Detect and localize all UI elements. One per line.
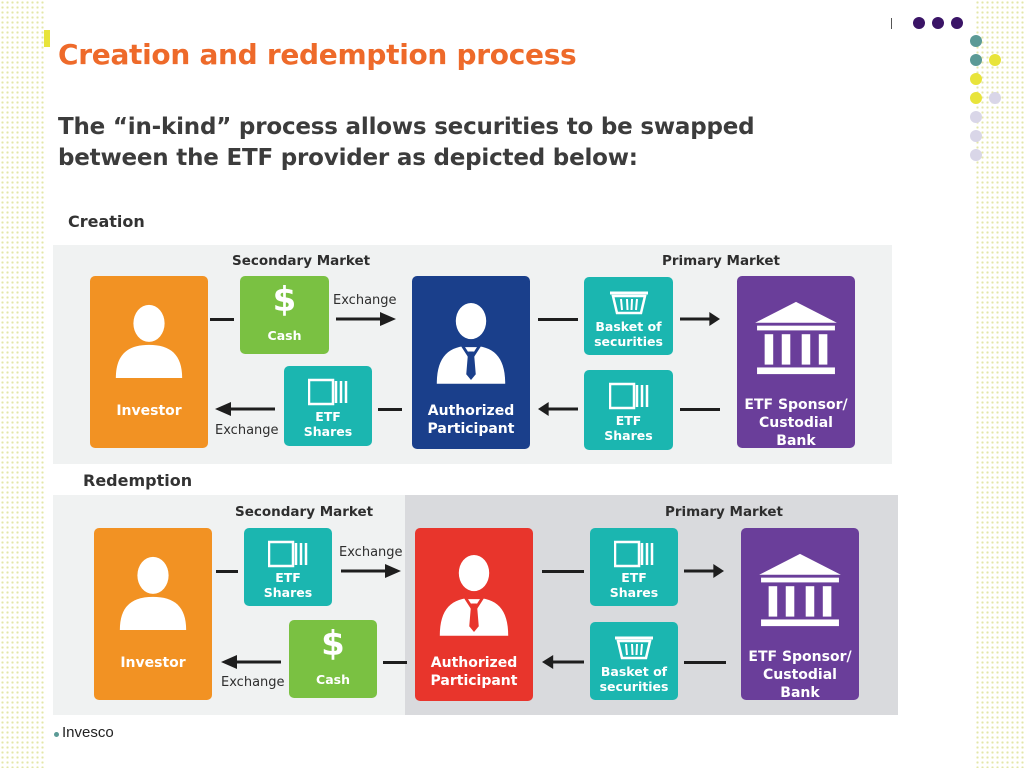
- arrow-left-icon: [220, 654, 282, 670]
- redemption-exchange-top-label: Exchange: [339, 545, 403, 560]
- slide-title: Creation and redemption process: [58, 38, 577, 71]
- deco-dot: [970, 111, 982, 123]
- connector-line: [542, 570, 584, 573]
- redemption-cash-chip: $ Cash: [289, 620, 377, 698]
- connector-line: [216, 570, 238, 573]
- businessman-icon: [433, 298, 509, 384]
- deco-dot: [970, 92, 982, 104]
- deco-dot: [970, 35, 982, 47]
- redemption-investor-label: Investor: [120, 655, 186, 671]
- creation-authorized-participant-box: Authorized Participant: [412, 276, 530, 449]
- shares-icon: [268, 540, 308, 568]
- creation-etf-shares-right-label: ETF Shares: [604, 413, 653, 443]
- redemption-etf-shares-left-label: ETF Shares: [263, 570, 313, 600]
- redemption-sponsor-label: ETF Sponsor/ Custodial Bank: [748, 649, 852, 701]
- connector-line: [684, 661, 726, 664]
- deco-dot: [970, 54, 982, 66]
- creation-cash-chip: $ Cash: [240, 276, 329, 354]
- redemption-exchange-bottom-label: Exchange: [221, 675, 285, 690]
- redemption-cash-label: Cash: [316, 672, 350, 687]
- bank-icon: [753, 300, 839, 376]
- deco-dot: [932, 17, 944, 29]
- footer-text: Invesco: [62, 724, 114, 741]
- creation-investor-box: Investor: [90, 276, 208, 448]
- arrow-left-icon: [542, 654, 584, 670]
- creation-authorized-participant-label: Authorized Participant: [427, 403, 515, 437]
- arrow-right-icon: [680, 311, 720, 327]
- arrow-right-icon: [336, 311, 396, 327]
- arrow-right-icon: [684, 563, 724, 579]
- creation-basket-label: Basket of securities: [594, 319, 663, 349]
- creation-etf-shares-right-chip: ETF Shares: [584, 370, 673, 450]
- deco-dot: [989, 54, 1001, 66]
- redemption-heading: Redemption: [83, 471, 193, 490]
- creation-exchange-bottom-label: Exchange: [215, 423, 279, 438]
- creation-exchange-top-label: Exchange: [333, 293, 397, 308]
- redemption-etf-shares-right-chip: ETF Shares: [590, 528, 678, 606]
- redemption-primary-market-label: Primary Market: [665, 504, 783, 520]
- creation-primary-market-label: Primary Market: [662, 253, 780, 269]
- dollar-icon: $: [272, 280, 297, 320]
- deco-dot: [970, 73, 982, 85]
- deco-dot: [970, 149, 982, 161]
- deco-dot: [989, 92, 1001, 104]
- redemption-etf-shares-right-label: ETF Shares: [609, 570, 659, 600]
- connector-line: [680, 408, 720, 411]
- creation-etf-shares-left-label: ETF Shares: [303, 409, 353, 439]
- creation-etf-shares-left-chip: ETF Shares: [284, 366, 372, 446]
- creation-cash-label: Cash: [267, 328, 302, 343]
- basket-icon: [609, 287, 649, 315]
- creation-heading: Creation: [68, 212, 145, 231]
- deco-dot: [913, 17, 925, 29]
- arrow-left-icon: [214, 401, 276, 417]
- dollar-icon: $: [321, 624, 345, 664]
- shares-icon: [308, 378, 348, 406]
- connector-line: [378, 408, 402, 411]
- creation-investor-label: Investor: [116, 403, 182, 419]
- connector-line: [538, 318, 578, 321]
- slide-subtitle: The “in-kind” process allows securities …: [58, 114, 755, 171]
- redemption-authorized-participant-box: Authorized Participant: [415, 528, 533, 701]
- redemption-sponsor-box: ETF Sponsor/ Custodial Bank: [741, 528, 859, 701]
- deco-dot: [951, 17, 963, 29]
- person-icon: [110, 300, 188, 378]
- redemption-basket-chip: Basket of securities: [590, 622, 678, 700]
- footer-bullet: [54, 732, 59, 737]
- creation-sponsor-box: ETF Sponsor/ Custodial Bank: [737, 276, 855, 449]
- redemption-investor-box: Investor: [94, 528, 212, 700]
- shares-icon: [609, 382, 649, 410]
- basket-icon: [614, 632, 654, 660]
- deco-dot: [970, 130, 982, 142]
- creation-secondary-market-label: Secondary Market: [232, 253, 371, 269]
- arrow-left-icon: [538, 401, 578, 417]
- creation-basket-chip: Basket of securities: [584, 277, 673, 355]
- connector-line: [210, 318, 234, 321]
- header-tick: [891, 18, 892, 29]
- redemption-basket-label: Basket of securities: [599, 664, 669, 694]
- redemption-secondary-market-label: Secondary Market: [235, 504, 374, 520]
- redemption-etf-shares-left-chip: ETF Shares: [244, 528, 332, 606]
- businessman-icon: [436, 550, 512, 636]
- bank-icon: [757, 552, 843, 628]
- redemption-authorized-participant-label: Authorized Participant: [430, 655, 518, 689]
- shares-icon: [614, 540, 654, 568]
- creation-sponsor-label: ETF Sponsor/ Custodial Bank: [744, 397, 848, 449]
- arrow-right-icon: [340, 563, 402, 579]
- connector-line: [383, 661, 407, 664]
- accent-bar: [44, 30, 50, 47]
- person-icon: [114, 552, 192, 630]
